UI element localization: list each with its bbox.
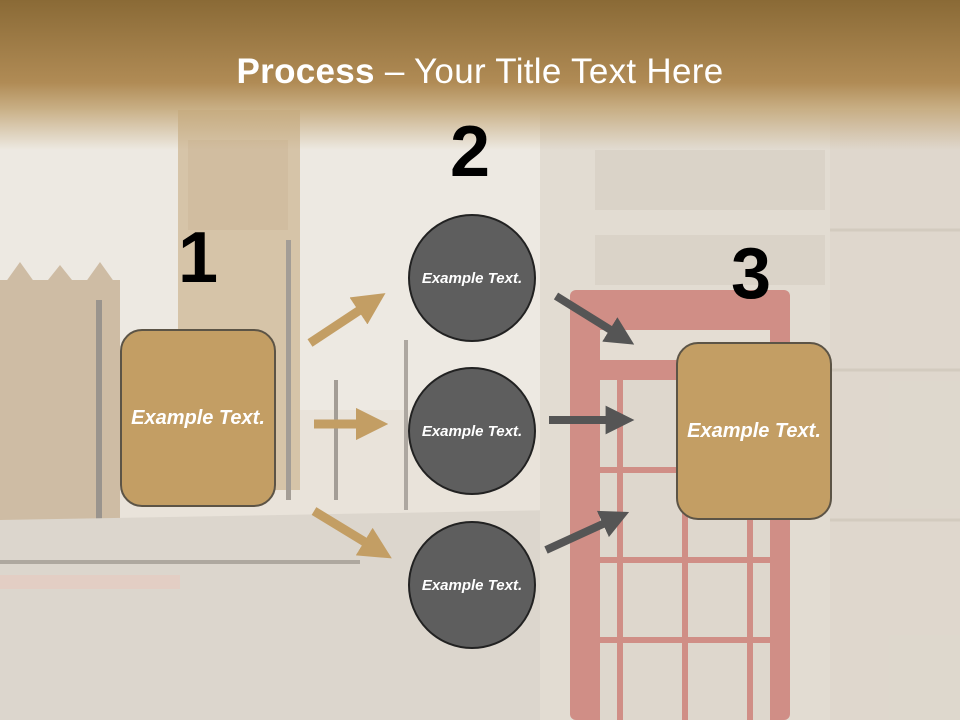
title-bold: Process (236, 52, 375, 91)
title-separator: – (374, 52, 414, 91)
slide-title: Process – Your Title Text Here (0, 52, 960, 92)
step-1-text: Example Text. (131, 406, 265, 429)
step-3-box: Example Text. (676, 342, 832, 520)
step-2-text-bottom: Example Text. (421, 576, 523, 594)
step-2-circle-bottom: Example Text. (408, 521, 536, 649)
step-2-text-top: Example Text. (421, 269, 523, 287)
step-3-number: 3 (731, 234, 772, 314)
arrow-1-to-top (307, 293, 386, 347)
step-1-box: Example Text. (120, 329, 276, 507)
step-3-text: Example Text. (687, 419, 821, 442)
title-rest: Your Title Text Here (414, 52, 724, 91)
arrow-top-to-3 (553, 292, 635, 345)
step-2-circle-top: Example Text. (408, 214, 536, 342)
step-1-number: 1 (178, 218, 219, 298)
title-banner (0, 0, 960, 150)
step-2-circle-middle: Example Text. (408, 367, 536, 495)
arrow-1-to-bottom (311, 507, 392, 559)
step-2-text-middle: Example Text. (421, 422, 523, 440)
arrow-bottom-to-3 (544, 510, 630, 554)
step-2-number: 2 (450, 112, 491, 192)
